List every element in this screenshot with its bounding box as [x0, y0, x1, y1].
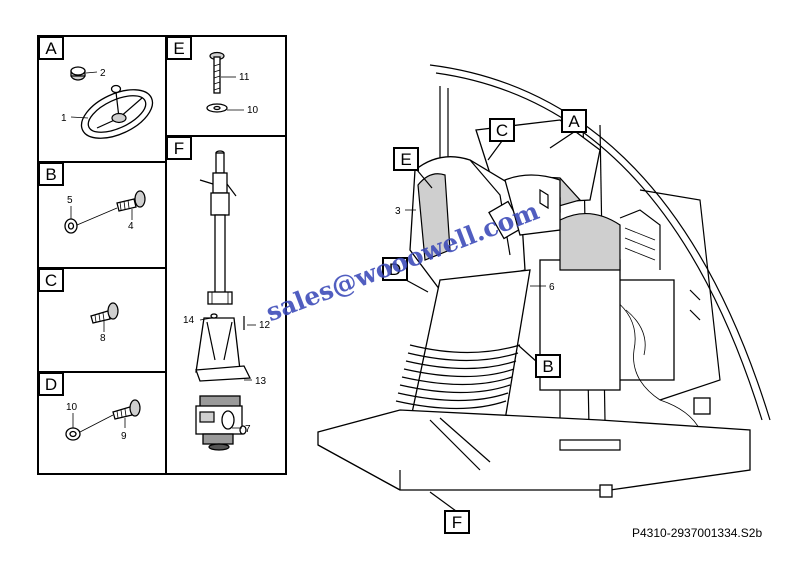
main-label-c: C	[496, 121, 508, 140]
washer-drawing	[64, 218, 78, 234]
detail-panels: A B C D E F	[37, 35, 287, 475]
main-label-b: B	[542, 357, 553, 376]
callout-7: 7	[245, 424, 251, 435]
svg-text:B: B	[45, 165, 56, 184]
callout-12: 12	[259, 320, 271, 331]
callout-13: 13	[255, 376, 267, 387]
callout-4: 4	[128, 221, 134, 232]
main-label-e-box	[393, 147, 419, 171]
main-label-f-box	[444, 510, 470, 534]
screw-c-drawing	[90, 302, 119, 324]
floor-plate	[317, 409, 751, 491]
panel-e-label: E	[166, 36, 192, 60]
main-label-c-box	[489, 118, 515, 142]
main-label-d-box	[382, 257, 408, 281]
panel-c-label: C	[38, 268, 64, 292]
callout-14: 14	[183, 315, 195, 326]
callout-10-d: 10	[66, 402, 78, 413]
callout-6: 6	[549, 282, 555, 293]
callout-3: 3	[395, 206, 401, 217]
washer-e-drawing	[206, 103, 228, 113]
main-view-labels: A C E D B F 3 6	[382, 109, 587, 534]
screw-drawing	[116, 190, 146, 212]
main-label-a-box	[561, 109, 587, 133]
cab-outline	[429, 64, 771, 421]
svg-text:E: E	[173, 39, 184, 58]
drawing-reference: P4310-2937001334.S2b	[632, 526, 763, 540]
callout-5: 5	[67, 195, 73, 206]
nut-drawing	[70, 66, 86, 81]
panel-f-label: F	[166, 136, 192, 160]
main-label-b-box	[535, 354, 561, 378]
bolt-drawing	[209, 51, 225, 94]
callout-10-e: 10	[247, 105, 259, 116]
main-label-d: D	[389, 260, 401, 279]
callout-2: 2	[100, 68, 106, 79]
callout-9: 9	[121, 431, 127, 442]
steering-wheel-drawing	[80, 84, 154, 139]
panel-a-label: A	[38, 36, 64, 60]
svg-text:F: F	[174, 139, 184, 158]
svg-text:D: D	[45, 375, 57, 394]
svg-text:C: C	[45, 271, 57, 290]
callout-8: 8	[100, 333, 106, 344]
steering-column-drawing	[195, 150, 252, 451]
main-label-e: E	[400, 150, 411, 169]
callout-11: 11	[239, 72, 250, 83]
svg-text:A: A	[45, 39, 57, 58]
cab-view	[317, 64, 771, 498]
washer-d-drawing	[65, 427, 81, 441]
main-label-f: F	[452, 513, 462, 532]
screw-d-drawing	[112, 399, 141, 420]
main-label-a: A	[568, 112, 580, 131]
bellows-ribs	[395, 344, 521, 410]
panel-d-label: D	[38, 372, 64, 396]
panel-b-label: B	[38, 162, 64, 186]
callout-1: 1	[61, 113, 67, 124]
